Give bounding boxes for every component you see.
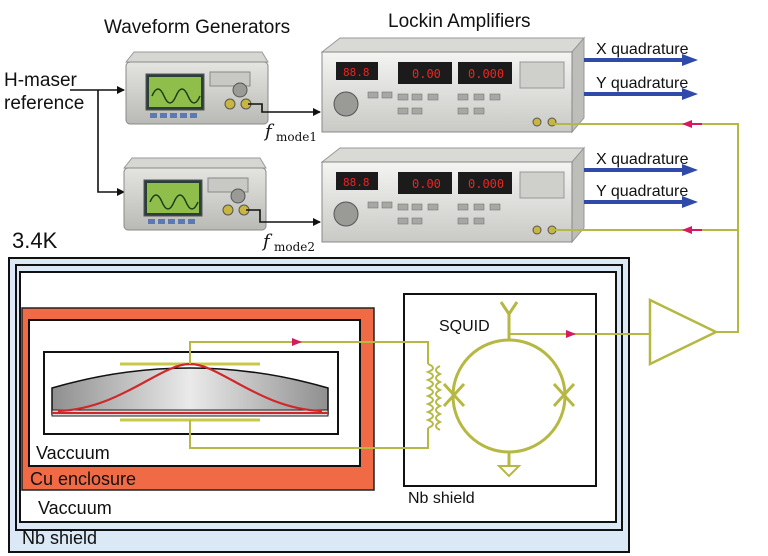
generator-output-wiring <box>246 103 321 226</box>
vaccuum-outer-label: Vaccuum <box>38 498 112 518</box>
red-arrow-lockin1 <box>682 120 692 128</box>
output-arrows <box>584 54 698 208</box>
svg-text:0.00: 0.00 <box>412 177 441 191</box>
waveform-generator-2 <box>122 157 267 231</box>
svg-text:mode1: mode1 <box>276 130 317 144</box>
generators-title: Waveform Generators <box>104 17 290 38</box>
amplifier <box>648 298 719 366</box>
nb-shield-inner-label: Nb shield <box>408 490 475 507</box>
waveform-generator-1 <box>124 51 269 125</box>
red-arrow-lockin2 <box>682 226 692 234</box>
vaccuum-inner-label: Vaccuum <box>36 443 110 463</box>
svg-text:88.8: 88.8 <box>343 176 370 189</box>
temperature-label: 3.4K <box>12 228 58 253</box>
svg-text:0.00: 0.00 <box>412 67 441 81</box>
svg-text:0.000: 0.000 <box>468 67 504 81</box>
svg-text:88.8: 88.8 <box>343 66 370 79</box>
red-arrow-cavity <box>292 338 302 346</box>
lockin-amplifier-1: 88.8 0.00 0.000 <box>320 36 586 134</box>
outer-nb-shield-wall <box>15 264 623 531</box>
reference-wiring <box>70 86 125 196</box>
nb-shield-outer-label: Nb shield <box>22 528 97 548</box>
amplifier-to-lockin-lines <box>552 123 739 333</box>
pickup-lines <box>189 341 443 449</box>
lockins-title: Lockin Amplifiers <box>388 11 531 32</box>
lockin2-y-output: Y quadrature <box>596 183 688 200</box>
svg-text:f: f <box>263 121 275 142</box>
lockin-amplifier-2: 88.8 0.00 0.000 <box>320 146 586 244</box>
freq-label-1: f mode1 <box>263 121 317 144</box>
svg-text:mode2: mode2 <box>274 240 315 254</box>
squid-output-line <box>509 330 652 338</box>
cu-enclosure-label: Cu enclosure <box>30 469 136 489</box>
svg-text:0.000: 0.000 <box>468 177 504 191</box>
squid-loop <box>442 301 576 478</box>
lockin1-y-output: Y quadrature <box>596 75 688 92</box>
squid-label: SQUID <box>439 318 490 335</box>
cavity <box>43 351 339 435</box>
reference-label-line1: H-maser <box>4 70 78 91</box>
reference-label-line2: reference <box>4 93 84 114</box>
lockin1-x-output: X quadrature <box>596 41 689 58</box>
lockin2-x-output: X quadrature <box>596 151 689 168</box>
freq-label-2: f mode2 <box>261 231 315 254</box>
svg-text:f: f <box>261 231 273 252</box>
